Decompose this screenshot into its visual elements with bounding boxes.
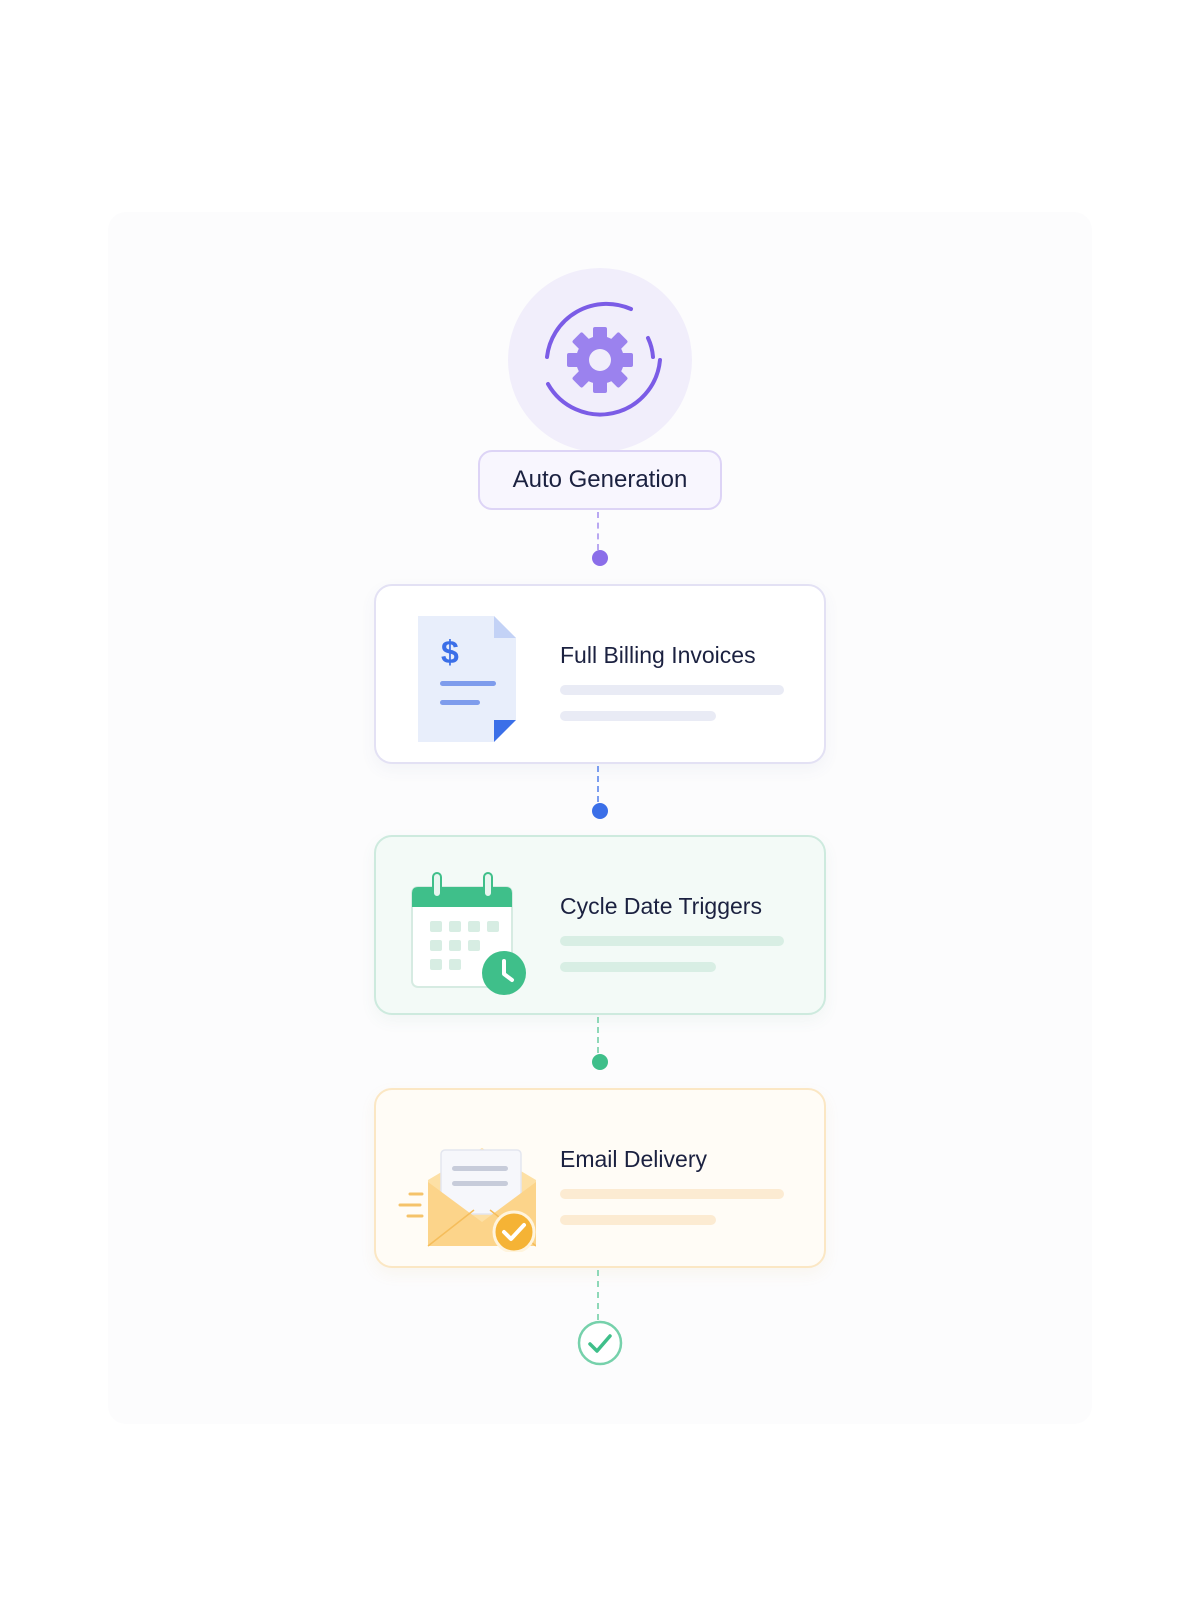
- connector-dot: [592, 1054, 608, 1070]
- step-label: Cycle Date Triggers: [560, 893, 762, 919]
- placeholder-line: [560, 1215, 716, 1225]
- envelope-check-icon: [398, 1148, 536, 1252]
- invoice-document-icon: $: [418, 616, 516, 742]
- hub-title: Auto Generation: [478, 450, 722, 510]
- check-circle-icon: [577, 1320, 623, 1366]
- hub-circle: [508, 268, 692, 452]
- step-label: Email Delivery: [560, 1146, 707, 1172]
- placeholder-line: [560, 711, 716, 721]
- connector-dot: [592, 550, 608, 566]
- connector-line: [597, 766, 599, 802]
- gear-icon: [545, 301, 662, 417]
- svg-text:$: $: [441, 634, 459, 670]
- placeholder-line: [560, 936, 784, 946]
- step-label: Full Billing Invoices: [560, 642, 756, 668]
- connector-line: [597, 1017, 599, 1053]
- connector-line: [597, 512, 599, 550]
- step-card-invoices: $ Full Billing Invoices: [374, 584, 826, 764]
- connector-line: [597, 1270, 599, 1320]
- step-card-email: Email Delivery: [374, 1088, 826, 1268]
- step-card-cycle-date: Cycle Date Triggers: [374, 835, 826, 1015]
- placeholder-line: [560, 1189, 784, 1199]
- calendar-clock-icon: [411, 872, 526, 995]
- placeholder-line: [560, 962, 716, 972]
- connector-dot: [592, 803, 608, 819]
- placeholder-line: [560, 685, 784, 695]
